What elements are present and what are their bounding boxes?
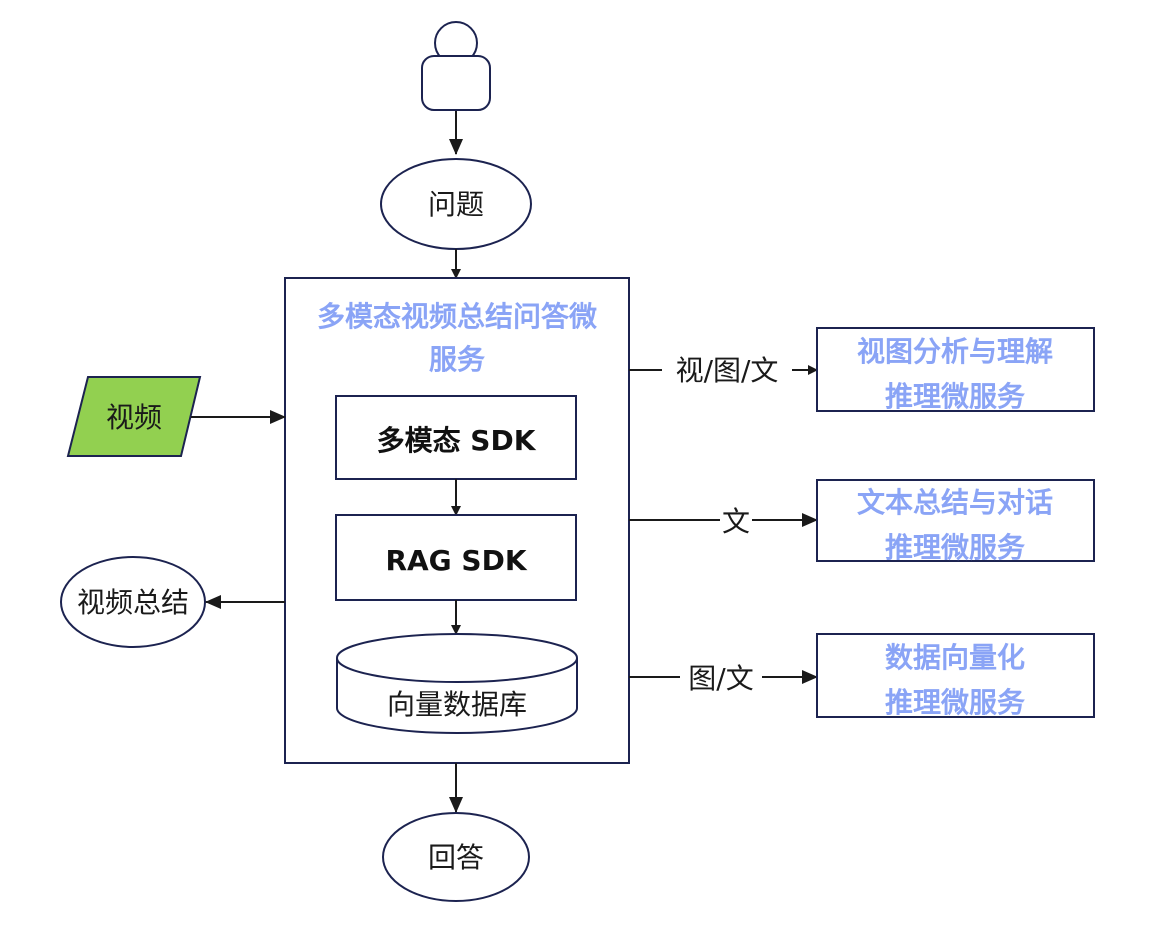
edge-to-vector-service: 图/文 (629, 662, 818, 695)
vector-service-box: 数据向量化 推理微服务 (816, 633, 1095, 719)
video-input-label: 视频 (106, 401, 162, 434)
question-node: 问题 (380, 158, 532, 250)
text-service-line2: 推理微服务 (885, 531, 1025, 564)
vision-service-line2: 推理微服务 (885, 380, 1025, 413)
vision-service-line1: 视图分析与理解 (857, 335, 1053, 368)
question-label: 问题 (428, 188, 484, 221)
answer-node: 回答 (382, 812, 530, 902)
vector-db-cylinder: 向量数据库 (336, 633, 578, 734)
edge-to-text-service: 文 (629, 505, 818, 538)
video-summary-node: 视频总结 (60, 556, 206, 648)
text-service-box: 文本总结与对话 推理微服务 (816, 479, 1095, 564)
text-service-line1: 文本总结与对话 (857, 486, 1053, 519)
edge-label-vision: 视/图/文 (676, 354, 779, 387)
vision-service-box: 视图分析与理解 推理微服务 (816, 327, 1095, 413)
rag-sdk-label: RAG SDK (385, 544, 527, 577)
video-input-node: 视频 (66, 376, 202, 457)
vector-db-label: 向量数据库 (387, 688, 527, 721)
service-title-line1: 多模态视频总结问答微 (317, 300, 597, 333)
rag-sdk-box: RAG SDK (335, 514, 577, 601)
edge-label-vector: 图/文 (688, 662, 753, 695)
service-title-line2: 服务 (429, 343, 485, 376)
multimodal-sdk-label: 多模态 SDK (377, 424, 537, 457)
multimodal-sdk-box: 多模态 SDK (335, 395, 577, 480)
user-icon (421, 21, 491, 111)
edge-label-text: 文 (722, 505, 750, 538)
vector-service-line1: 数据向量化 (885, 641, 1025, 674)
edge-to-vision-service: 视/图/文 (629, 354, 818, 387)
answer-label: 回答 (428, 841, 484, 874)
video-summary-label: 视频总结 (77, 586, 189, 619)
vector-service-line2: 推理微服务 (885, 686, 1025, 719)
